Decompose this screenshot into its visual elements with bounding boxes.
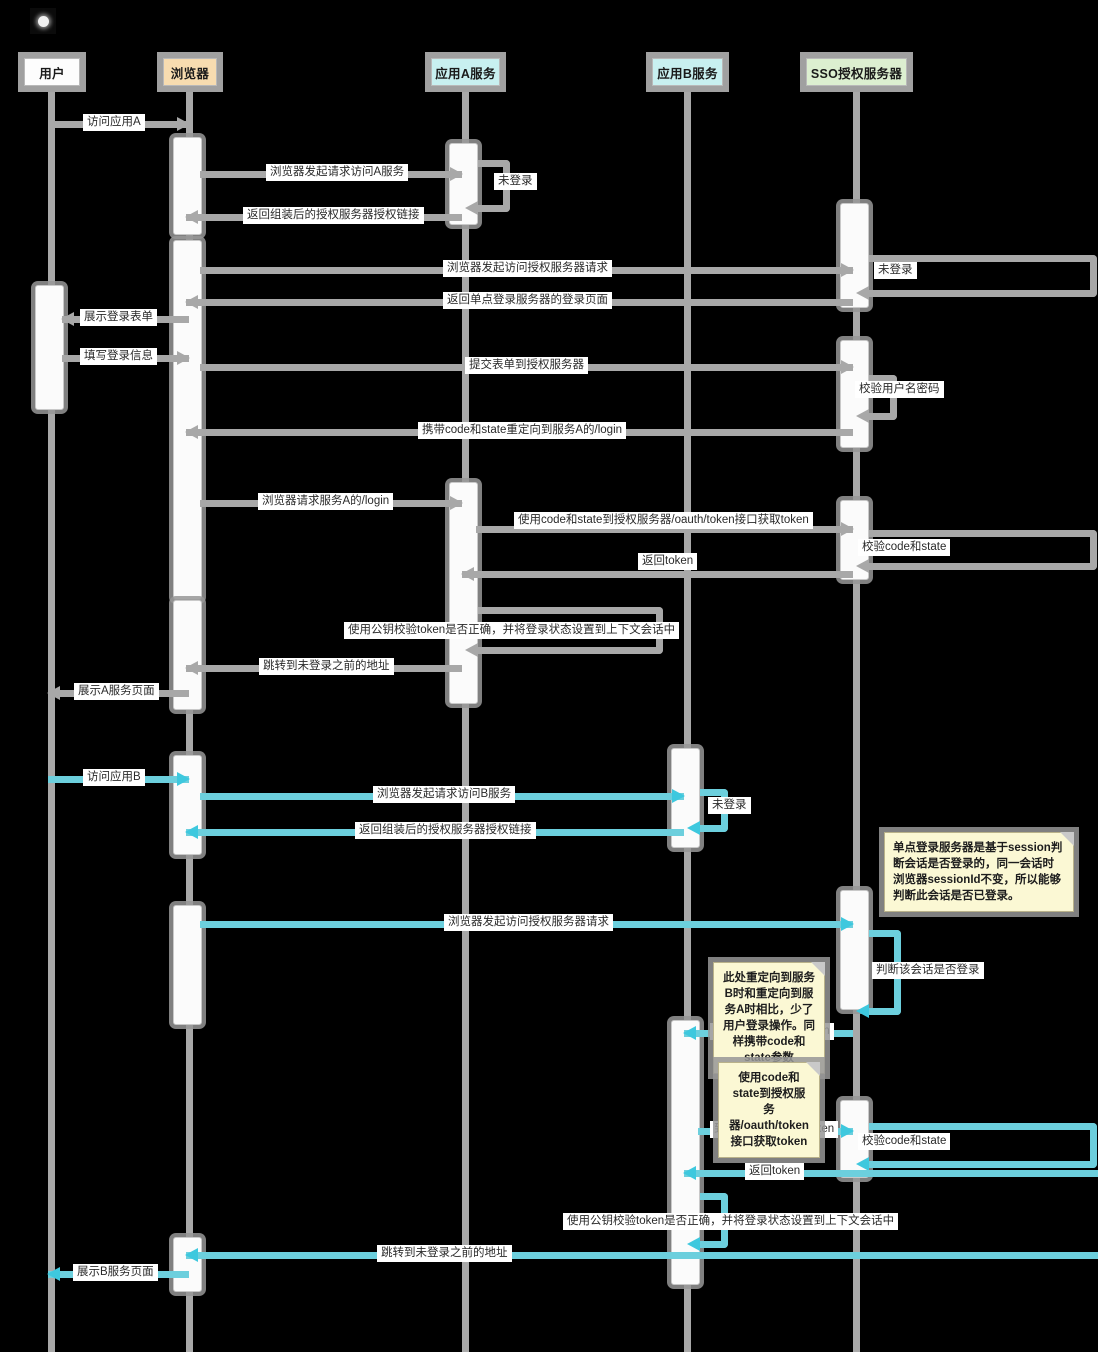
record-dot-icon (30, 8, 56, 34)
message-14[interactable] (476, 522, 854, 536)
message-30-label: 使用公钥校验token是否正确，并将登录状态设置到上下文会话中 (563, 1213, 899, 1230)
lifeline-service-b (684, 92, 691, 1352)
message-22-label: 未登录 (708, 797, 751, 814)
message-32-label: 展示B服务页面 (73, 1264, 158, 1281)
participant-user[interactable]: 用户 (18, 52, 86, 92)
note-token-fetch: 使用code和state到授权服务器/oauth/token接口获取token (718, 1062, 820, 1158)
message-29[interactable] (683, 1166, 1098, 1180)
participant-user-label: 用户 (24, 58, 80, 86)
message-1-label: 访问应用A (83, 114, 145, 131)
message-28-selfloop[interactable] (856, 1123, 1097, 1171)
participant-sso-server-label: SSO授权服务器 (806, 58, 907, 86)
lifeline-sso (853, 92, 860, 1352)
participant-browser-label: 浏览器 (163, 58, 217, 86)
message-9-label: 填写登录信息 (80, 348, 157, 365)
participant-sso-server[interactable]: SSO授权服务器 (800, 52, 913, 92)
message-13-label: 浏览器请求服务A的/login (258, 493, 394, 510)
message-2-label: 浏览器发起请求访问A服务 (266, 164, 409, 181)
message-10-label: 提交表单到授权服务器 (465, 357, 588, 374)
message-31-label: 跳转到未登录之前的地址 (377, 1245, 512, 1262)
activation-user-login (35, 285, 64, 410)
message-15-selfloop[interactable] (856, 530, 1097, 573)
note-session-judgement-text: 单点登录服务器是基于session判断会话是否登录的，同一会话时浏览器sessi… (893, 842, 1063, 902)
message-25-label: 判断该会话是否登录 (872, 962, 984, 979)
message-24-label: 浏览器发起访问授权服务器请求 (444, 914, 613, 931)
participant-browser[interactable]: 浏览器 (157, 52, 223, 92)
message-8-label: 展示登录表单 (80, 309, 157, 326)
lifeline-browser (186, 92, 193, 1352)
message-5-label: 浏览器发起访问授权服务器请求 (443, 260, 612, 277)
activation-sso-1 (840, 203, 869, 308)
activation-browser-2 (173, 240, 202, 600)
lifeline-user (48, 92, 55, 1352)
note-token-fetch-text: 使用code和state到授权服务器/oauth/token接口获取token (729, 1072, 809, 1148)
message-17-label: 使用公钥校验token是否正确，并将登录状态设置到上下文会话中 (344, 622, 680, 639)
message-29-label: 返回token (745, 1163, 805, 1180)
message-11-label: 校验用户名密码 (855, 381, 944, 398)
participant-service-a-label: 应用A服务 (431, 58, 500, 86)
message-19-label: 展示A服务页面 (74, 683, 159, 700)
message-28-label: 校验code和state (858, 1133, 951, 1150)
participant-service-b-label: 应用B服务 (652, 58, 723, 86)
participant-service-a[interactable]: 应用A服务 (425, 52, 506, 92)
message-14-label: 使用code和state到授权服务器/oauth/token接口获取token (514, 512, 813, 529)
activation-browser-6 (173, 1237, 202, 1292)
message-7-label: 返回单点登录服务器的登录页面 (443, 292, 612, 309)
activation-sso-4 (840, 890, 869, 1010)
message-6-selfloop[interactable] (856, 255, 1097, 300)
message-3-label: 未登录 (494, 173, 537, 190)
message-15-label: 校验code和state (858, 539, 951, 556)
message-21-label: 浏览器发起请求访问B服务 (373, 786, 516, 803)
note-redirect-comparison-text: 此处重定向到服务B时和重定向到服务A时相比，少了用户登录操作。同样携带code和… (723, 972, 815, 1064)
note-redirect-comparison: 此处重定向到服务B时和重定向到服务A时相比，少了用户登录操作。同样携带code和… (713, 962, 825, 1074)
message-18-label: 跳转到未登录之前的地址 (259, 658, 394, 675)
message-23-label: 返回组装后的授权服务器授权链接 (355, 822, 536, 839)
message-16[interactable] (461, 567, 853, 581)
message-31[interactable] (185, 1248, 1098, 1262)
message-20-label: 访问应用B (83, 769, 145, 786)
activation-browser-5 (173, 905, 202, 1025)
message-6-label: 未登录 (874, 262, 917, 279)
lifeline-service-a (462, 92, 469, 1352)
participant-service-b[interactable]: 应用B服务 (646, 52, 729, 92)
message-16-label: 返回token (638, 553, 698, 570)
activation-browser-4 (173, 755, 202, 855)
message-12-label: 携带code和state重定向到服务A的/login (418, 422, 627, 439)
note-session-judgement: 单点登录服务器是基于session判断会话是否登录的，同一会话时浏览器sessi… (884, 832, 1074, 912)
message-4-label: 返回组装后的授权服务器授权链接 (243, 207, 424, 224)
